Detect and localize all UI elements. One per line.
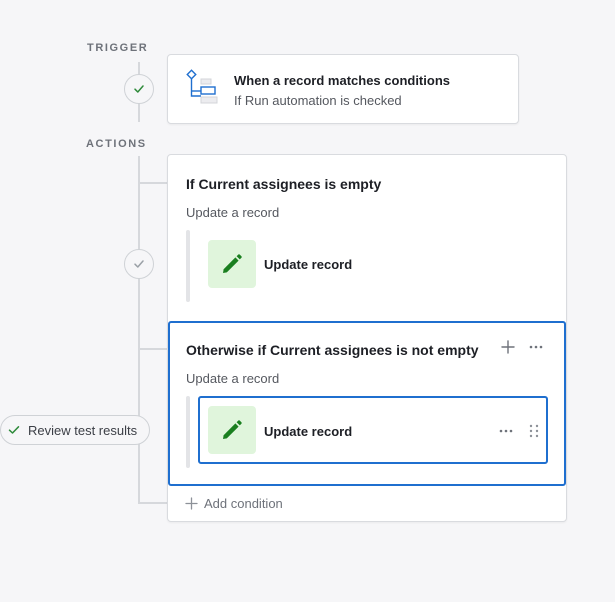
trigger-status-circle [124,74,154,104]
review-test-results-button[interactable]: Review test results [0,415,151,445]
condition-1-step-bar [186,230,190,302]
condition-1-step-label: Update record [264,257,353,272]
actions-connector-line [138,156,140,504]
trigger-card[interactable]: When a record matches conditions If Run … [167,54,519,124]
conditions-tree-icon [186,69,220,107]
update-record-tile [208,240,256,288]
pencil-icon [223,254,242,273]
drag-handle-icon[interactable] [528,423,540,439]
check-icon [8,426,20,434]
condition-1-step[interactable]: Update record [200,232,550,296]
condition-2-title[interactable]: Otherwise if Current assignees is not em… [186,342,479,358]
condition-2-subtitle: Update a record [186,371,280,386]
branch-connector-2 [139,348,169,350]
trigger-subtitle: If Run automation is checked [234,93,402,108]
branch-connector-3 [139,502,169,504]
condition-2-step[interactable]: Update record [198,396,548,464]
condition-1-subtitle: Update a record [186,205,280,220]
condition-more-icon[interactable] [528,339,544,355]
plus-icon [185,497,198,510]
condition-1-status-circle [124,249,154,279]
check-icon [134,260,144,268]
pencil-icon [223,420,242,439]
add-condition-button[interactable]: Add condition [185,496,283,511]
trigger-title: When a record matches conditions [234,73,450,88]
check-icon [134,85,144,93]
branch-connector-1 [139,182,169,184]
add-condition-label: Add condition [204,496,283,511]
add-icon[interactable] [500,339,516,355]
condition-1-title[interactable]: If Current assignees is empty [186,176,382,192]
condition-2-step-bar [186,396,190,468]
review-test-results-label: Review test results [28,422,138,438]
condition-2-step-label: Update record [264,424,353,439]
update-record-tile [208,406,256,454]
actions-section-label: ACTIONS [86,138,147,150]
step-more-icon[interactable] [498,423,514,439]
trigger-section-label: TRIGGER [87,42,149,54]
